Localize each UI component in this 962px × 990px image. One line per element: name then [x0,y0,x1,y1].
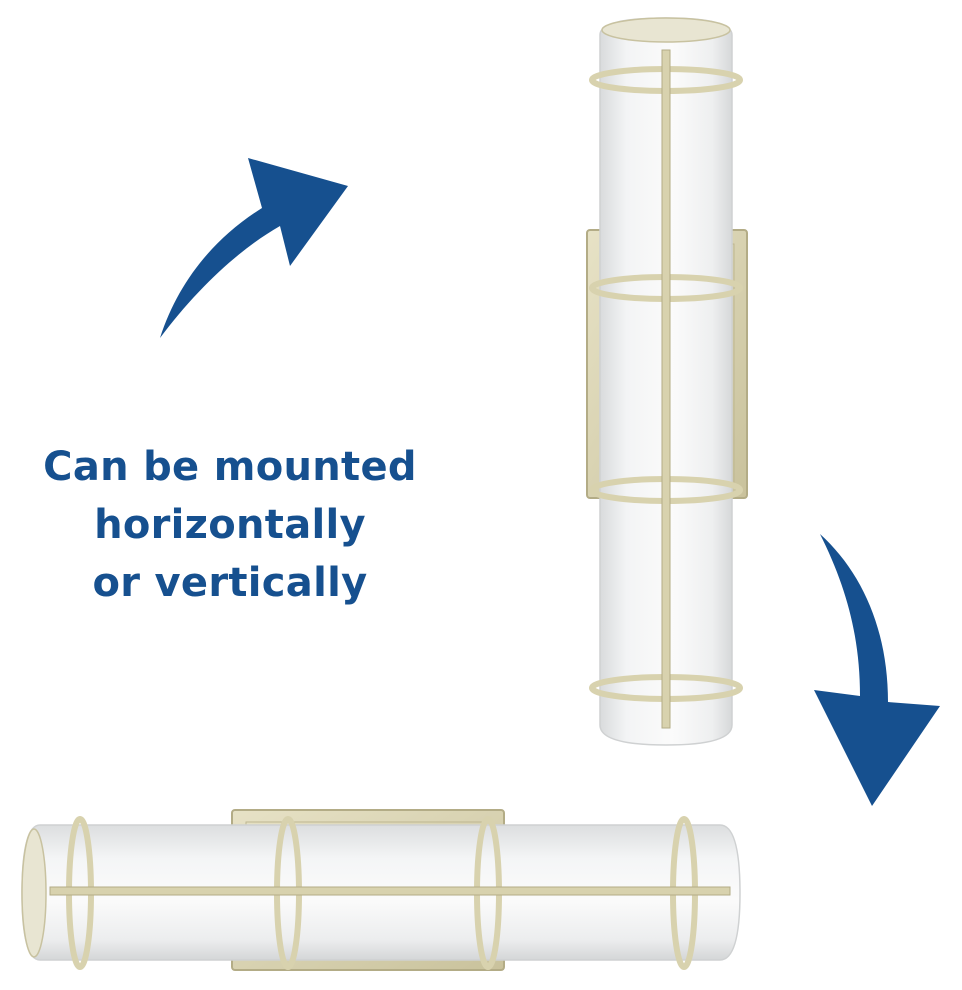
vertical-rod [661,49,671,729]
horizontal-fixture [21,809,741,971]
horizontal-rod [49,886,731,896]
caption-line-1: Can be mounted [43,444,417,490]
mounting-caption: Can be mounted horizontally or verticall… [0,438,460,612]
curved-arrow-up-right-icon [160,158,348,338]
caption-line-3: or vertically [92,560,368,606]
vertical-fixture [586,17,748,746]
caption-line-2: horizontally [94,502,366,548]
curved-arrow-down-icon [814,534,940,806]
